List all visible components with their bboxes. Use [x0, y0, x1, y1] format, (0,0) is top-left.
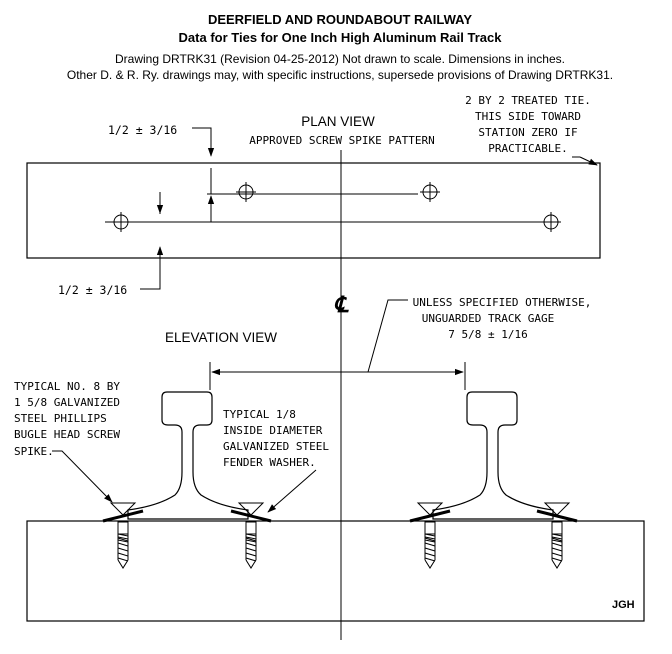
screw-head — [543, 502, 571, 516]
screw-shank — [245, 521, 257, 569]
spike-note-leader — [52, 450, 113, 503]
right-rail — [432, 391, 554, 520]
fender-washer — [230, 509, 272, 523]
spike-hole — [541, 212, 561, 232]
screw-head — [237, 502, 265, 516]
gage-note-leader — [367, 299, 408, 373]
drawing-subtitle: Data for Ties for One Inch High Aluminum… — [179, 30, 503, 45]
spike-note-line: TYPICAL NO. 8 BY — [14, 380, 120, 393]
spike-hole — [111, 212, 131, 232]
spike-note-line: BUGLE HEAD SCREW — [14, 428, 120, 441]
gage-note-line: UNLESS SPECIFIED OTHERWISE, — [413, 296, 592, 309]
fender-washer — [409, 509, 451, 523]
washer-note: TYPICAL 1/8 INSIDE DIAMETER GALVANIZED S… — [223, 408, 329, 469]
washer-note-line: INSIDE DIAMETER — [223, 424, 323, 437]
spike-note-line: SPIKE. — [14, 445, 54, 458]
screw-head — [109, 502, 137, 516]
spike-note-line: STEEL PHILLIPS — [14, 412, 107, 425]
gage-note-line: UNGUARDED TRACK GAGE — [422, 312, 554, 325]
gage-note-line: 7 5/8 ± 1/16 — [448, 328, 527, 341]
tie-note-line: STATION ZERO IF — [478, 126, 577, 139]
gage-note: UNLESS SPECIFIED OTHERWISE, UNGUARDED TR… — [413, 296, 592, 341]
spike-hole — [236, 182, 256, 202]
offset-leader-bottom — [140, 246, 164, 290]
screw-shank — [551, 521, 563, 569]
plan-view-subtitle: APPROVED SCREW SPIKE PATTERN — [249, 134, 434, 147]
plan-tie — [26, 162, 601, 259]
tie-note-line: PRACTICABLE. — [488, 142, 567, 155]
offset-leader-top — [192, 127, 215, 157]
washer-note-line: TYPICAL 1/8 — [223, 408, 296, 421]
drawing-note-1: Drawing DRTRK31 (Revision 04-25-2012) No… — [115, 52, 565, 66]
tie-note-arrow — [579, 156, 598, 166]
spike-hole — [420, 182, 440, 202]
drawing-note-2: Other D. & R. Ry. drawings may, with spe… — [67, 68, 613, 82]
tie-note-line: THIS SIDE TOWARD — [475, 110, 581, 123]
elevation-tie — [26, 520, 645, 622]
centerline-symbol: ℄ — [334, 292, 349, 317]
washer-note-leader — [267, 469, 317, 513]
drawing-title: DEERFIELD AND ROUNDABOUT RAILWAY — [208, 12, 472, 27]
tie-note: 2 BY 2 TREATED TIE. THIS SIDE TOWARD STA… — [465, 94, 591, 155]
fender-washer — [536, 509, 578, 523]
offset-dimension-bottom: 1/2 ± 3/16 — [58, 283, 127, 297]
spike-note: TYPICAL NO. 8 BY 1 5/8 GALVANIZED STEEL … — [14, 380, 120, 458]
spike-note-line: 1 5/8 GALVANIZED — [14, 396, 120, 409]
drafter-initials: JGH — [612, 599, 635, 611]
left-rail — [127, 391, 249, 520]
washer-note-line: GALVANIZED STEEL — [223, 440, 329, 453]
fender-washer — [102, 509, 144, 523]
washer-note-line: FENDER WASHER. — [223, 456, 316, 469]
screw-head — [416, 502, 444, 516]
plan-view-title: PLAN VIEW — [301, 114, 375, 129]
screw-shank — [424, 521, 436, 569]
tie-note-line: 2 BY 2 TREATED TIE. — [465, 94, 591, 107]
offset-dimension-top: 1/2 ± 3/16 — [108, 123, 177, 137]
screw-shank — [117, 521, 129, 569]
elevation-view-title: ELEVATION VIEW — [165, 330, 277, 345]
